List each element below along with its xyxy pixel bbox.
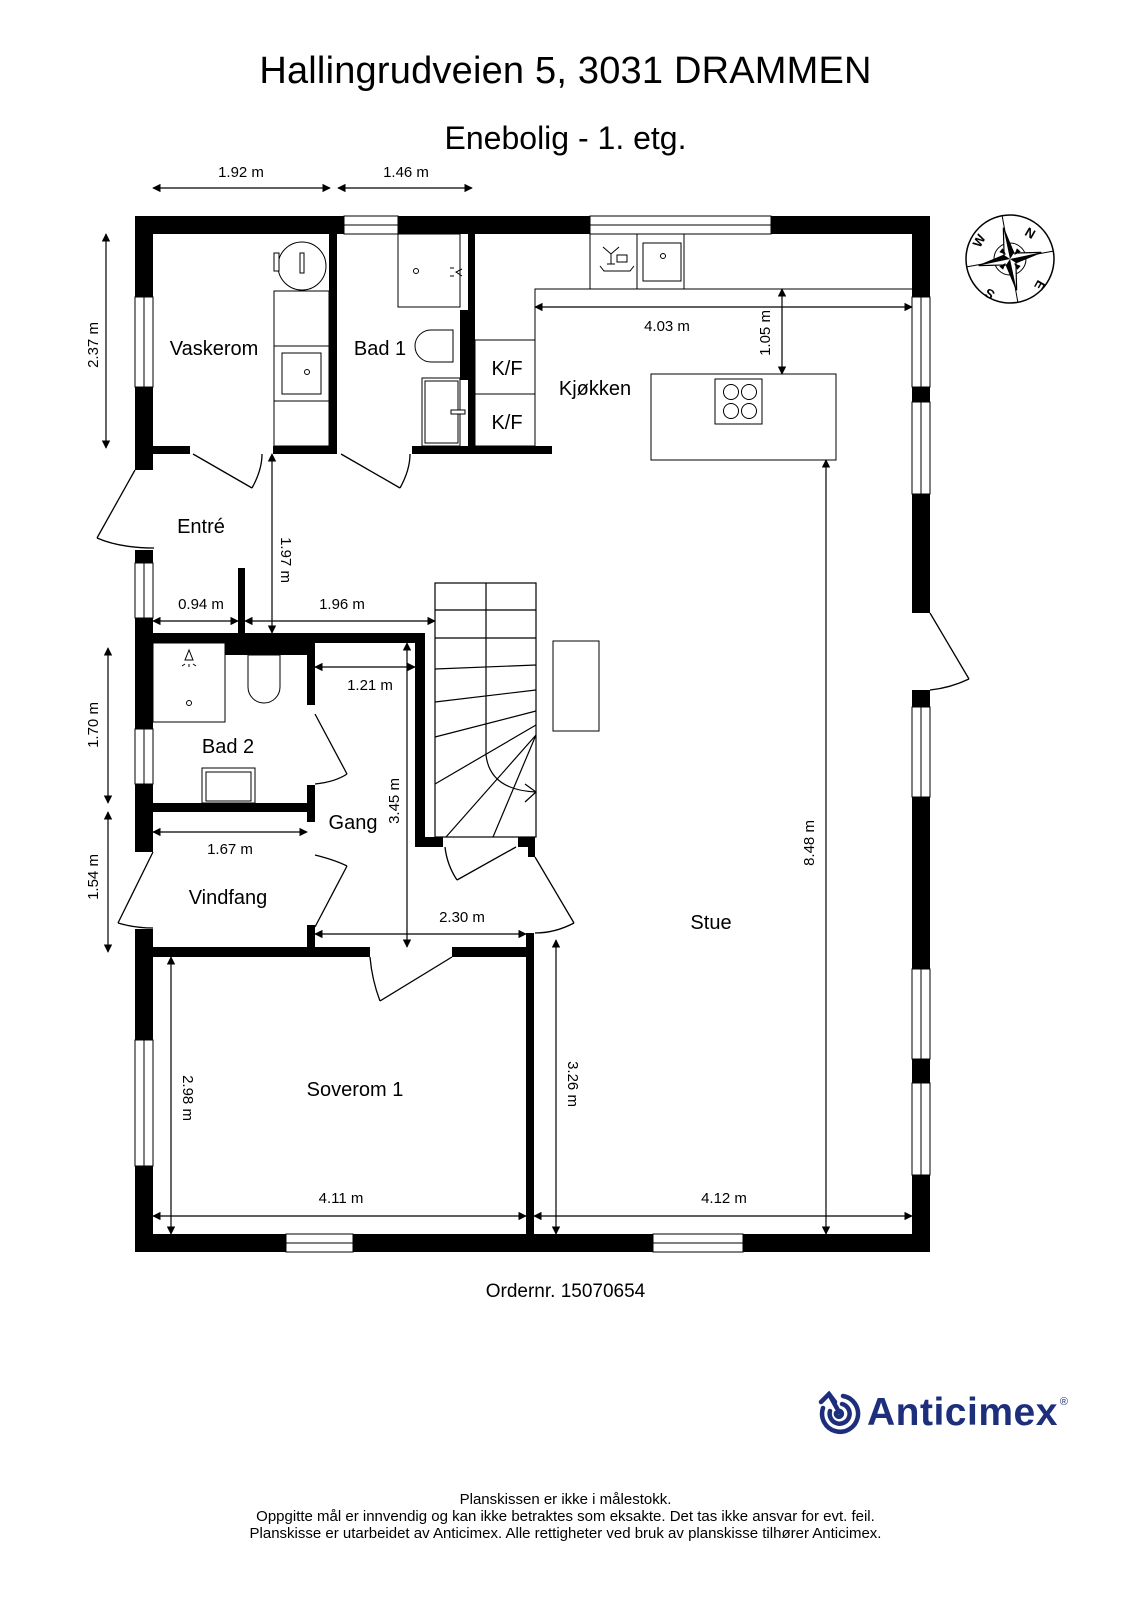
dimension-lines — [101, 183, 913, 1235]
fixtures — [152, 233, 912, 804]
room-label-kf1: K/F — [491, 358, 522, 380]
dim-vindfang-width: 1.67 m — [207, 841, 253, 858]
registered-mark: ® — [1059, 1396, 1069, 1408]
dimension-labels: 1.92 m 1.46 m 2.37 m 4.03 m 1.05 m 1.97 … — [85, 164, 818, 1207]
disclaimer-line-2: Oppgitte mål er innvendig og kan ikke be… — [256, 1508, 875, 1525]
dim-bad2-height: 1.70 m — [85, 702, 102, 748]
brand-name: Anticimex — [867, 1391, 1058, 1434]
dim-entre-height: 1.97 m — [277, 537, 294, 583]
dim-vaskerom-height: 2.37 m — [85, 322, 102, 368]
exterior-door-gaps — [134, 470, 931, 929]
disclaimer: Planskissen er ikke i målestokk. Oppgitt… — [0, 1491, 1131, 1542]
dim-entre-left-width: 0.94 m — [178, 596, 224, 613]
staircase — [434, 582, 537, 838]
room-label-stue: Stue — [690, 912, 731, 934]
room-label-vaskerom: Vaskerom — [170, 338, 259, 360]
room-label-soverom1: Soverom 1 — [307, 1079, 404, 1101]
dim-bad1-width: 1.46 m — [383, 164, 429, 181]
dim-kjokken-width: 4.03 m — [644, 318, 690, 335]
room-label-bad1: Bad 1 — [354, 338, 406, 360]
dim-gang-width: 1.21 m — [347, 677, 393, 694]
dim-soverom1-width: 4.11 m — [319, 1190, 364, 1207]
dim-entre-right-width: 1.96 m — [319, 596, 365, 613]
order-number: Ordernr. 15070654 — [485, 1281, 646, 1302]
dim-gang-height: 3.45 m — [386, 778, 403, 824]
dim-stue-height: 8.48 m — [801, 820, 818, 866]
disclaimer-line-1: Planskissen er ikke i målestokk. — [459, 1491, 672, 1508]
dim-vaskerom-width: 1.92 m — [218, 164, 264, 181]
door-swings — [96, 453, 970, 1002]
anticimex-logo: Anticimex ® — [815, 1390, 1068, 1436]
room-label-bad2: Bad 2 — [202, 736, 254, 758]
room-label-kf2: K/F — [491, 412, 522, 434]
dim-stue-width: 4.12 m — [701, 1190, 747, 1207]
interior-walls — [153, 216, 552, 1234]
room-labels: Vaskerom Bad 1 K/F K/F Kjøkken Entré Bad… — [170, 338, 732, 1101]
compass-rose-icon: N E S W — [965, 214, 1055, 304]
dim-soverom1-height: 2.98 m — [179, 1075, 196, 1121]
anticimex-swirl-icon — [818, 1390, 861, 1434]
windows — [134, 215, 931, 1253]
dim-gang-lower-width: 2.30 m — [439, 909, 485, 926]
room-label-entre: Entré — [177, 516, 225, 538]
dim-island-gap: 1.05 m — [757, 310, 774, 356]
room-label-kjokken: Kjøkken — [559, 378, 631, 400]
address-title: Hallingrudveien 5, 3031 DRAMMEN — [259, 50, 872, 92]
dim-vindfang-height: 1.54 m — [85, 854, 102, 900]
room-label-gang: Gang — [329, 812, 378, 834]
disclaimer-line-3: Planskisse er utarbeidet av Anticimex. A… — [249, 1525, 882, 1542]
floor-subtitle: Enebolig - 1. etg. — [444, 120, 687, 156]
fixture-glyphs — [181, 246, 635, 667]
dim-stue-lower-height: 3.26 m — [564, 1061, 581, 1107]
room-label-vindfang: Vindfang — [189, 887, 268, 909]
